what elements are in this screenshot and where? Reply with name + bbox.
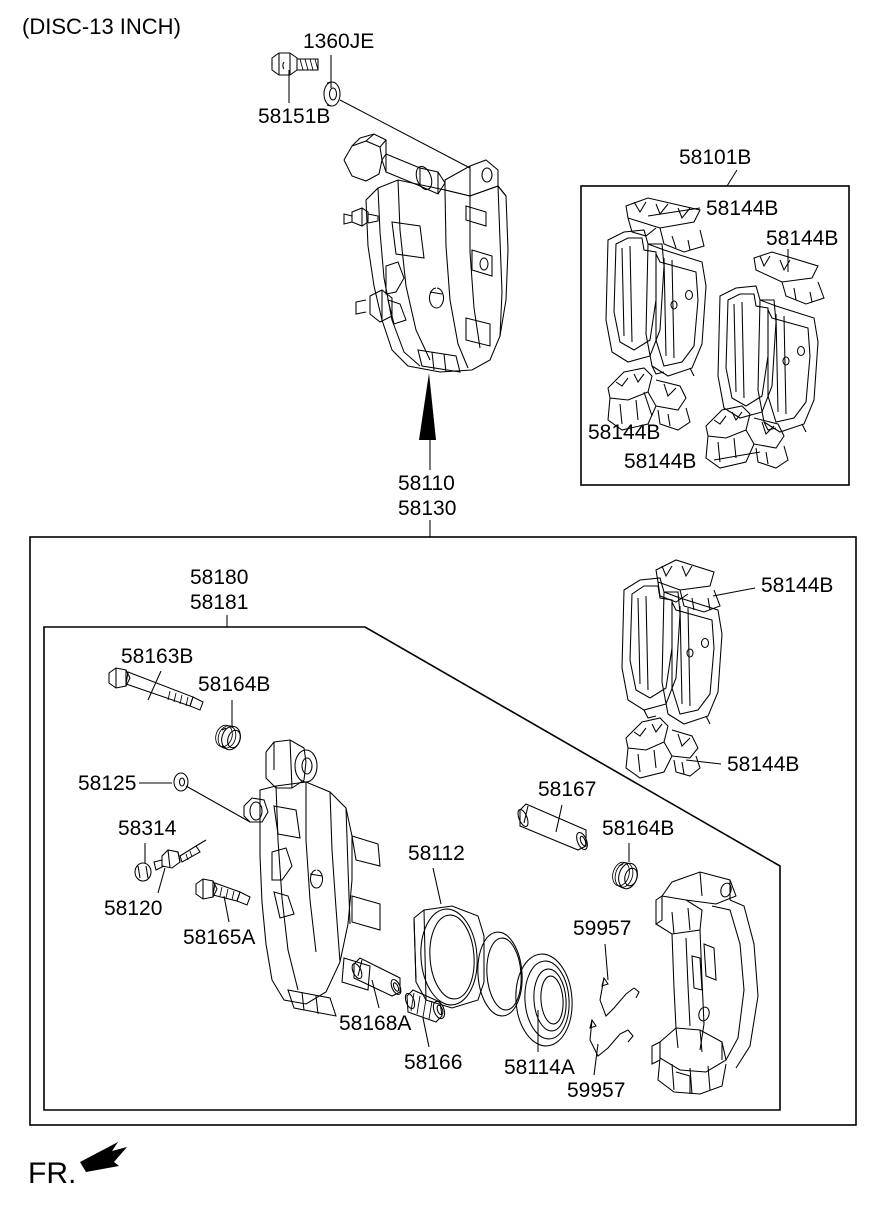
brake-pad-kit-left: [605, 229, 707, 377]
label-59957-lower: 59957: [567, 1079, 626, 1102]
label-58144b-lower-1: 58144B: [761, 574, 834, 597]
label-58164b-right: 58164B: [602, 817, 675, 840]
label-58110: 58110: [398, 472, 455, 495]
shim-clip-kit-upper-left: [625, 197, 705, 253]
pad-kit-box-58101b: [580, 185, 850, 486]
label-58120: 58120: [104, 897, 163, 920]
lower-box-leaders: [139, 587, 756, 1076]
shim-clip-kit-lower-right: [705, 405, 789, 469]
label-59957-upper: 59957: [573, 917, 632, 940]
lower-assembly-outer-box: [29, 536, 857, 1126]
label-1360je: 1360JE: [303, 30, 375, 53]
wire-clip-59957-upper: [599, 976, 640, 1017]
label-58314: 58314: [118, 817, 177, 840]
label-58125: 58125: [78, 772, 137, 795]
bleeder-plug-58314: [134, 862, 152, 882]
boot-58164b-upper: [215, 724, 241, 751]
label-58144b-kit-1: 58144B: [706, 197, 779, 220]
piston-seal-58114a: [515, 953, 573, 1047]
label-58168a: 58168A: [339, 1012, 412, 1035]
brake-pad-lower-right: [661, 591, 723, 725]
label-58181: 58181: [190, 591, 249, 614]
boot-58166: [404, 989, 446, 1023]
caliper-pointer-arrow: [419, 373, 436, 440]
label-58165a: 58165A: [183, 926, 256, 949]
sleeve-58167: [517, 803, 588, 851]
label-58144b-lower-2: 58144B: [727, 753, 800, 776]
leader-lines-top: [288, 55, 738, 537]
label-58163b: 58163B: [121, 645, 194, 668]
bolt-58151b: [271, 52, 319, 76]
washer-1360je: [323, 81, 341, 107]
brake-pad-kit-right: [717, 285, 819, 433]
carrier-bracket-58180: [651, 871, 759, 1095]
sleeve-58168a: [351, 957, 402, 997]
brake-pad-lower-left: [621, 577, 681, 719]
shim-clip-kit-upper-right: [753, 251, 825, 305]
label-58164b-upper: 58164B: [198, 673, 271, 696]
label-58112: 58112: [408, 842, 465, 865]
label-58167: 58167: [538, 778, 597, 801]
caliper-assembly-58110: [343, 133, 509, 373]
piston-58112: [413, 905, 485, 1009]
label-58130: 58130: [398, 497, 457, 520]
label-58151b: 58151B: [258, 105, 331, 128]
wire-clip-59957-lower: [589, 1018, 634, 1057]
label-58144b-kit-3: 58144B: [588, 421, 661, 444]
label-58144b-kit-4: 58144B: [624, 450, 697, 473]
piston-ring: [477, 931, 523, 1017]
label-58114a: 58114A: [504, 1056, 575, 1079]
caliper-body-lower: [243, 739, 381, 1017]
boot-58164b-right: [612, 861, 638, 890]
shim-clip-lower-upper: [655, 559, 721, 613]
carrier-group-inner-box: [43, 626, 781, 1111]
label-58180: 58180: [190, 566, 249, 589]
label-58144b-kit-2: 58144B: [766, 227, 839, 250]
front-direction-arrow: [80, 1142, 127, 1172]
bleeder-cap-58125: [173, 772, 251, 823]
bleeder-screw-58120: [153, 839, 207, 871]
label-58101b: 58101B: [679, 146, 752, 169]
front-direction-label: FR.: [28, 1157, 77, 1190]
label-58166: 58166: [404, 1051, 463, 1074]
diagram-title: (DISC-13 INCH): [22, 14, 181, 39]
shim-clip-lower-lower: [625, 717, 701, 779]
guide-bolt-58165a: [195, 878, 251, 906]
guide-bolt-58163b: [108, 667, 204, 711]
shim-clip-kit-lower-left: [607, 367, 691, 431]
pad-kit-leaders: [643, 207, 789, 461]
